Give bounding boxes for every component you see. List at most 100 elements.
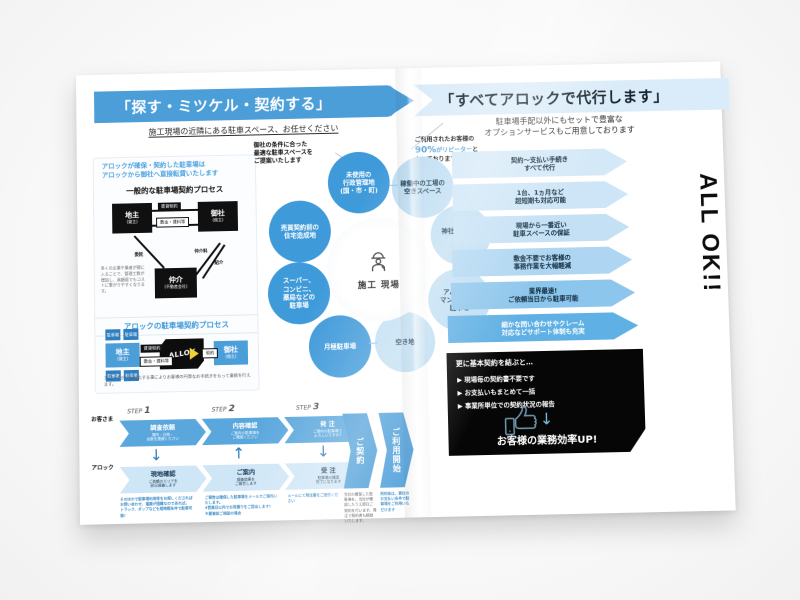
callout-left: 御社の条件に合った 最適な駐車スペースを ご提案いたします xyxy=(253,141,313,166)
label-contract-2: 契約 xyxy=(201,348,219,359)
step-1-digit: 1 xyxy=(144,405,151,417)
step-3-digit: 3 xyxy=(312,402,320,413)
box-landowner-2: 地主 (貸主) xyxy=(105,342,140,368)
hub-node-8: 売買契約前の 住宅造成地 xyxy=(268,200,332,263)
bullet-arrow-1-icon: ▶ xyxy=(457,375,463,385)
bullet-arrow-3-icon: ▶ xyxy=(457,402,463,411)
label-lease-contract: 賃貸契約 xyxy=(157,202,181,211)
step-top-1-title: 調査依頼 xyxy=(150,424,176,433)
step-row-allok-label: アロック xyxy=(91,465,114,472)
bullet-2-text: お支払いもまとめて一括 xyxy=(464,387,536,397)
contract-process-card: アロックが確保・契約した駐車場は アロックから御社へ直接転貸いたします 一般的な… xyxy=(92,154,260,394)
hub-node-6: 月極駐車場 xyxy=(308,314,372,379)
label-consign: 委託 xyxy=(134,252,144,258)
step-2-digit: 2 xyxy=(228,404,235,415)
basic-contract-footer: お客様の業務効率UP! xyxy=(496,434,598,448)
box-broker: 仲介 (不動産会社) xyxy=(154,267,198,299)
minibox-a: 駐車場 xyxy=(105,329,121,341)
step-bottom-3-title: 受 注 xyxy=(320,467,336,475)
step-footnote-1: そのほかで駐車場利用等をお探しくださればお問い合わせ、運搬が困難なのであれば。 … xyxy=(120,495,193,518)
label-intro: 紹介 xyxy=(214,261,224,267)
hub-center-label: 施工 現場 xyxy=(357,279,400,291)
basic-contract-box: 更に基本契約を結ぶと… ▶ 現場毎の契約書不要です ▶ お支払いもまとめて一括 … xyxy=(446,349,646,456)
box-your-company: 御社 (借主) xyxy=(197,201,239,232)
box-landowner-sub: (貸主) xyxy=(126,219,138,225)
arrow-down-1-icon: ↓ xyxy=(149,445,163,465)
basic-contract-heading: 更に基本契約を結ぶと… xyxy=(455,358,534,368)
benefit-4-label: 敷金不要でお客様の 事務作業を大幅軽減 xyxy=(513,252,572,271)
step-contract-chevron: ご契約 xyxy=(342,413,378,489)
hub-diagram: 御社の条件に合った 最適な駐車スペースを ご提案いたします ご利用されたお客様の… xyxy=(252,122,507,398)
thumbs-up-icon xyxy=(501,399,542,440)
benefit-chevron-4: 敷金不要でお客様の 事務作業を大幅軽減 xyxy=(452,246,632,277)
box-landowner: 地主 (貸主) xyxy=(112,202,153,234)
benefit-6-label: 細かな問い合わせやクレーム 対応などサポート体制も充実 xyxy=(501,318,585,337)
minibox-a-label: 駐車場 xyxy=(106,331,119,338)
benefit-chevron-3: 現場から一番近い 駐車スペースの保証 xyxy=(453,213,629,244)
hub-center: 施工 現場 xyxy=(325,216,432,323)
step-top-2-title: 内容確認 xyxy=(232,422,258,431)
step-bottom-3-desc: 駐車場の確保 完了になります xyxy=(315,475,342,484)
step-bottom-1-desc: ご依頼のエリアを 即日調査します xyxy=(148,478,178,488)
step-1-word: STEP xyxy=(127,408,143,416)
step-number-1: STEP 1 xyxy=(127,406,150,417)
step-footnote-2: ご報告は確保した駐車場をメールでご案内いたします。 4営業日以内でお見積りをご提… xyxy=(204,494,278,516)
basic-contract-bullet-2: ▶ お支払いもまとめて一括 xyxy=(457,386,535,397)
step-top-3-title: 発 注 xyxy=(320,421,335,429)
label-deposit-rent: 敷金・賃料等 xyxy=(156,216,190,228)
minibox-b-label: 駐車場 xyxy=(124,331,137,337)
card-side-note: 多くの企業や業者が間に入ることで、管理工数が増加し、高額面でもコストに繋がりやす… xyxy=(100,264,145,294)
benefit-1-label: 契約〜支払い手続き すべて代行 xyxy=(510,154,569,172)
bullet-arrow-2-icon: ▶ xyxy=(457,388,463,398)
heading-general-process: 一般的な駐車場契約プロセス xyxy=(126,184,224,196)
box-your-company-sub: (借主) xyxy=(212,217,224,223)
step-top-2-desc: ご案内の駐車場を ご確認ください xyxy=(230,430,260,440)
benefit-2-label: 1台、1ヵ月など 超短期も対応可能 xyxy=(514,187,567,205)
step-bottom-2-title: ご案内 xyxy=(236,469,256,477)
step-number-2: STEP 2 xyxy=(212,404,235,415)
step-bottom-2: ご案内 調査結果を ご報告します xyxy=(202,463,289,491)
label-deposit-rent-2: 敷金・賃料等 xyxy=(139,356,174,367)
label-lease-contract-2: 賃貸契約 xyxy=(140,344,164,353)
arrow-down-3-icon: ↓ xyxy=(316,442,330,461)
card-foot-note: アロックが一括対応する事によりお客様の円滑なお手続きをもって業務を行えます。 xyxy=(103,372,251,387)
hub-node-1: 未使用の 行政管理地 (国・市・町) xyxy=(327,151,391,214)
hub-connector-bottom xyxy=(369,342,378,344)
card-note: アロックが確保・契約した駐車場は アロックから御社へ直接転貸いたします xyxy=(102,159,252,181)
minibox-b: 駐車場 xyxy=(123,328,139,341)
box-your-company-2: 御社 (借主) xyxy=(213,340,249,366)
benefit-chevron-1: 契約〜支払い手続き すべて代行 xyxy=(452,148,628,178)
step-bottom-1-title: 現地確認 xyxy=(150,471,176,479)
box-landowner2-sub: (貸主) xyxy=(117,356,129,362)
step-top-1-desc: 場所・日時・ 台数を連絡ください xyxy=(146,432,180,442)
card-note-line2: アロックから御社へ直接転貸いたします xyxy=(101,169,219,180)
brochure-sheet: 「探す・ミツケル・契約する」 「すべてアロックで代行します」 施工現場の近隣にあ… xyxy=(76,61,736,525)
hub-node-7: スーパー、 コンビニ、 薬局などの 駐車場 xyxy=(267,261,331,325)
step-contract-label: ご契約 xyxy=(355,436,365,465)
step-number-3: STEP 3 xyxy=(296,402,319,413)
step-top-3-desc: ご案内の駐車場で よろしいですか? xyxy=(313,428,343,438)
box-broker-sub: (不動産会社) xyxy=(164,284,188,290)
bullet-1-text: 現場毎の契約書不要です xyxy=(464,374,535,384)
hub-connector-top xyxy=(389,184,398,186)
benefit-chevron-6: 細かな問い合わせやクレーム 対応などサポート体制も充実 xyxy=(448,312,639,343)
right-page: 契約〜支払い手続き すべて代行 1台、1ヵ月など 超短期も対応可能 現場から一番… xyxy=(408,61,736,517)
step-3-word: STEP xyxy=(295,404,312,412)
box-company2-sub: (借主) xyxy=(225,353,237,360)
step-top-1: 調査依頼 場所・日時・ 台数を連絡ください xyxy=(119,419,206,447)
step-top-2: 内容確認 ご案内の駐車場を ご確認ください xyxy=(202,417,289,445)
all-ok-vertical-text: ALL OK!! xyxy=(693,148,725,317)
step-start-chevron: ご利用開始 xyxy=(379,412,415,488)
worker-helmet-icon xyxy=(371,252,386,272)
benefit-chevron-5: 業界最速! ご依頼当日から駐車可能 xyxy=(451,279,636,310)
step-footnote-4: 当社の確保した駐車場を、当社が確認したうえ即日ご契約を行います。発注で契約書も締… xyxy=(343,491,377,524)
label-broker-fee: 仲介料 xyxy=(194,249,208,255)
basic-contract-bullet-1: ▶ 現場毎の契約書不要です xyxy=(457,373,535,384)
arrow-up-2-icon: ↑ xyxy=(232,444,246,463)
step-footnote-5: 契約後は、貴社のお支払い条件で駐車場をご利用いただけます xyxy=(380,491,410,512)
benefit-5-label: 業界最速! ご依頼当日から駐車可能 xyxy=(507,286,579,304)
step-start-label: ご利用開始 xyxy=(391,427,402,473)
benefit-chevron-2: 1台、1ヵ月など 超短期も対応可能 xyxy=(452,181,628,212)
step-bottom-1: 現地確認 ご依頼のエリアを 即日調査します xyxy=(120,465,207,493)
